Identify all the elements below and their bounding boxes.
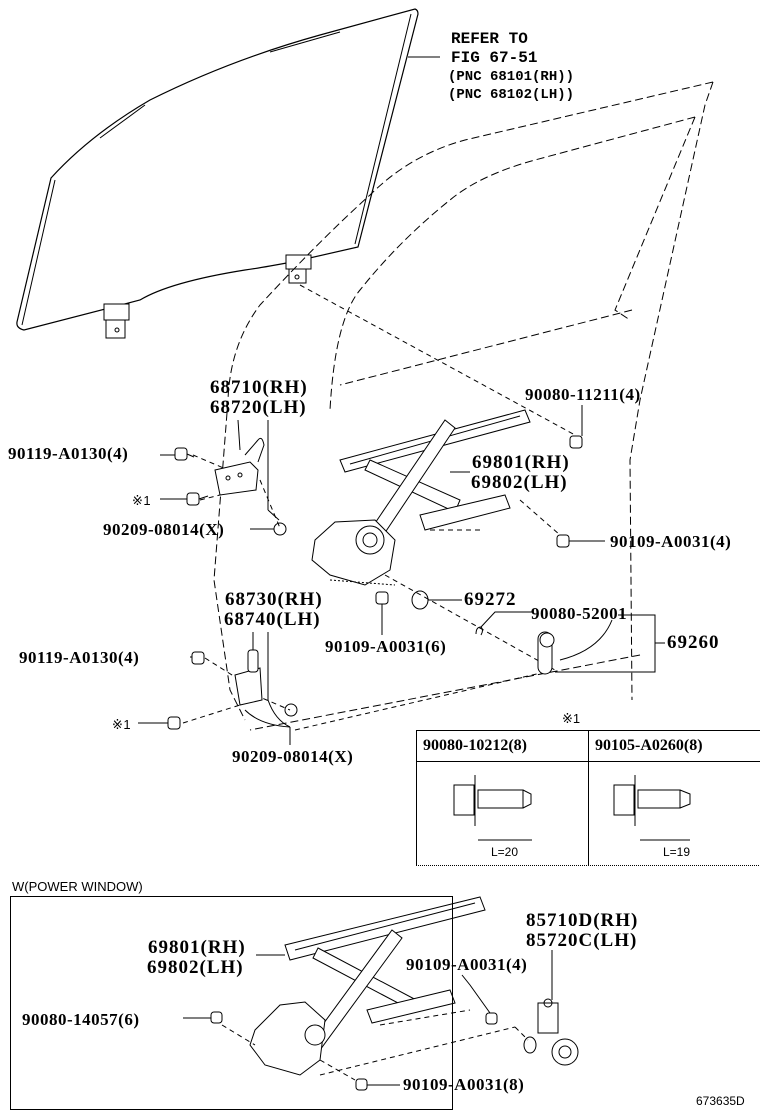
door-glass xyxy=(16,8,419,339)
note-table-length: L=20 xyxy=(491,845,519,859)
callout-69260[interactable]: 69260 xyxy=(667,632,720,653)
pw-callout-69802-lh[interactable]: 69802(LH) xyxy=(147,957,244,978)
lower-note-bolt xyxy=(167,716,181,730)
note-table-part[interactable]: 90105-A0260(8) xyxy=(589,731,760,762)
lower-hinge-bolt xyxy=(191,651,205,665)
pw-callout-90080-14057-6[interactable]: 90080-14057(6) xyxy=(22,1010,140,1029)
assembly-lines xyxy=(182,284,576,731)
pw-callout-90109-a0031-4[interactable]: 90109-A0031(4) xyxy=(406,955,528,974)
bolt-illustration-l20 xyxy=(453,775,532,841)
callout-note-1-lower[interactable]: ※1 xyxy=(112,717,132,732)
power-window-section-title: W(POWER WINDOW) xyxy=(12,879,143,894)
window-handle xyxy=(537,631,555,675)
note-table-part[interactable]: 90080-10212(8) xyxy=(417,731,588,762)
reference-fig[interactable]: FIG 67-51 xyxy=(451,49,538,67)
reference-pnc-rh: (PNC 68101(RH)) xyxy=(448,69,575,85)
callout-90080-11211[interactable]: 90080-11211(4) xyxy=(525,385,641,404)
callout-69801-rh[interactable]: 69801(RH) xyxy=(472,452,570,473)
pw-callout-90109-a0031-8[interactable]: 90109-A0031(8) xyxy=(403,1075,525,1094)
regulator-bolt-4 xyxy=(556,534,570,548)
pw-callout-85720c-lh[interactable]: 85720C(LH) xyxy=(526,930,638,951)
callout-note-1-upper[interactable]: ※1 xyxy=(132,493,152,508)
note-table-length: L=19 xyxy=(663,845,691,859)
callout-68720-lh[interactable]: 68720(LH) xyxy=(210,397,307,418)
upper-hinge xyxy=(214,419,280,521)
lower-washer xyxy=(284,703,298,717)
door-frame-outline xyxy=(213,81,714,731)
lower-hinge xyxy=(234,632,291,728)
callout-68740-lh[interactable]: 68740(LH) xyxy=(224,609,321,630)
reference-refer-to: REFER TO xyxy=(451,30,528,48)
note-table-column: 90080-10212(8) L=20 xyxy=(417,731,589,865)
pw-callout-69801-rh[interactable]: 69801(RH) xyxy=(148,937,246,958)
callout-90109-a0031-4[interactable]: 90109-A0031(4) xyxy=(610,532,732,551)
window-motor xyxy=(523,998,579,1066)
regulator-bolt-6 xyxy=(375,591,389,605)
upper-washer xyxy=(273,522,287,536)
bushing-shape xyxy=(411,590,429,610)
reference-pnc-lh: (PNC 68102(LH)) xyxy=(448,87,575,103)
upper-hinge-bolt xyxy=(174,447,195,461)
bolt-illustration-l19 xyxy=(613,775,691,841)
callout-69802-lh[interactable]: 69802(LH) xyxy=(471,472,568,493)
callout-68730-rh[interactable]: 68730(RH) xyxy=(225,589,323,610)
callout-68710-rh[interactable]: 68710(RH) xyxy=(210,377,308,398)
pw-bolt-4 xyxy=(485,1012,498,1025)
power-window-section-box xyxy=(10,896,453,1110)
callout-69272[interactable]: 69272 xyxy=(464,589,517,610)
note-table-title: ※1 xyxy=(562,711,581,726)
callout-90080-52001[interactable]: 90080-52001 xyxy=(531,604,628,623)
glass-channel-front xyxy=(285,254,312,284)
callout-90209-08014-upper[interactable]: 90209-08014(X) xyxy=(103,520,225,539)
callout-90119-a0130-lower[interactable]: 90119-A0130(4) xyxy=(19,648,140,667)
glass-bolt xyxy=(569,435,583,449)
power-window-regulator xyxy=(249,896,486,1076)
manual-window-regulator xyxy=(311,409,531,586)
callout-90209-08014-lower[interactable]: 90209-08014(X) xyxy=(232,747,354,766)
note-table-column: 90105-A0260(8) L=19 xyxy=(589,731,760,865)
note-table: 90080-10212(8) L=20 90105-A0260(8) L=19 xyxy=(416,730,760,866)
pw-callout-85710d-rh[interactable]: 85710D(RH) xyxy=(526,910,639,931)
figure-id: 673635D xyxy=(696,1094,745,1108)
glass-channel-rear xyxy=(103,303,130,339)
callout-90119-a0130-upper[interactable]: 90119-A0130(4) xyxy=(8,444,129,463)
callout-90109-a0031-6[interactable]: 90109-A0031(6) xyxy=(325,637,447,656)
